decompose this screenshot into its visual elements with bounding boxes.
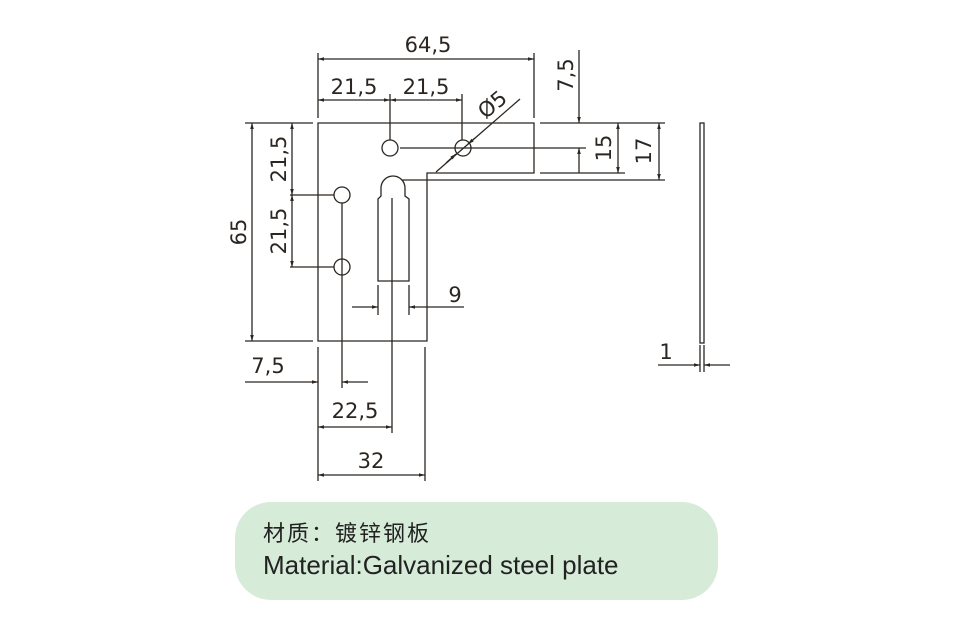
svg-text:1: 1 — [659, 340, 672, 364]
svg-text:21,5: 21,5 — [331, 75, 378, 99]
dim-top-holes: 21,5 21,5 — [318, 75, 463, 140]
dim-overall-width: 64,5 — [317, 33, 535, 118]
material-label: 材质：镀锌钢板 Material:Galvanized steel plate — [235, 502, 718, 600]
hole — [333, 186, 351, 204]
slot — [377, 175, 410, 282]
svg-text:64,5: 64,5 — [405, 33, 452, 57]
svg-text:7,5: 7,5 — [251, 354, 284, 378]
dim-bottom: 7,5 22,5 32 — [245, 203, 426, 481]
hole — [381, 139, 399, 157]
svg-text:9: 9 — [448, 283, 461, 307]
svg-text:22,5: 22,5 — [332, 399, 379, 423]
svg-text:7,5: 7,5 — [554, 58, 578, 91]
dim-slot-width: 9 — [352, 198, 464, 433]
svg-text:21,5: 21,5 — [403, 75, 450, 99]
dim-left: 65 21,5 21,5 — [227, 122, 334, 342]
svg-text:32: 32 — [358, 449, 385, 473]
svg-text:21,5: 21,5 — [267, 208, 291, 255]
dim-right: 7,5 15 17 — [400, 50, 665, 181]
material-english: Material:Galvanized steel plate — [263, 550, 619, 580]
svg-text:17: 17 — [632, 138, 656, 165]
side-view: 1 — [658, 122, 730, 372]
plate-outline — [317, 122, 535, 342]
material-chinese: 材质：镀锌钢板 — [263, 522, 432, 547]
svg-text:15: 15 — [592, 135, 616, 162]
svg-text:21,5: 21,5 — [267, 136, 291, 183]
svg-text:65: 65 — [227, 219, 251, 246]
svg-text:Ø5: Ø5 — [473, 86, 511, 124]
